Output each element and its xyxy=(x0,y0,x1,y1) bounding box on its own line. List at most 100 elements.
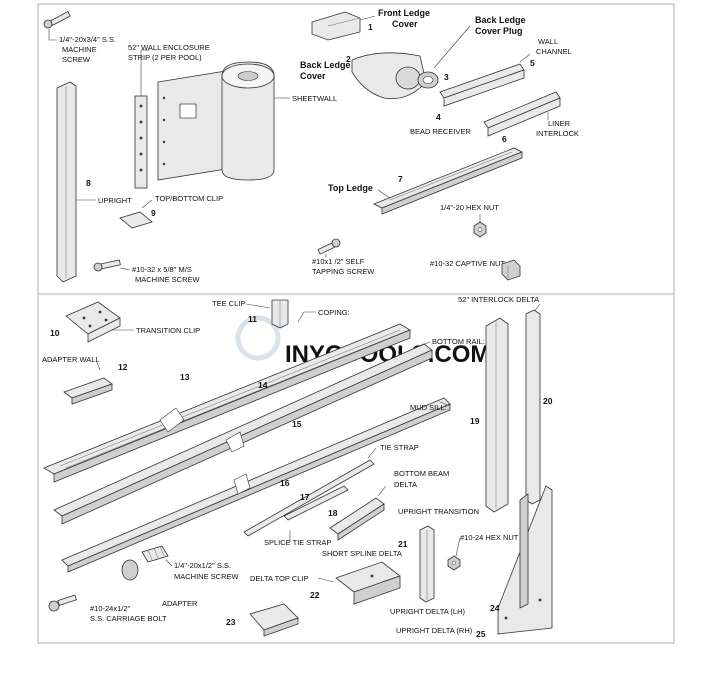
bottom-beam-delta-label: DELTA xyxy=(394,480,417,489)
delta-top-clip-label: DELTA TOP CLIP xyxy=(250,574,309,583)
tie-strap-label: TIE STRAP xyxy=(380,443,419,452)
part-number-2: 2 xyxy=(346,54,351,64)
top-ledge-label: Top Ledge xyxy=(328,183,373,193)
top-bottom-clip-icon xyxy=(119,211,153,229)
tee-clip-icon xyxy=(271,299,289,329)
mud-sill-icon xyxy=(61,397,451,573)
captive-nut-icon xyxy=(501,259,521,281)
machine-screw-top-label: SCREW xyxy=(62,55,91,64)
captive-nut-label: #10-32 CAPTIVE NUT xyxy=(430,259,505,268)
part-number-20: 20 xyxy=(543,396,553,406)
machine-screw-top-label: 1/4"-20x3/4" S.S. xyxy=(59,35,116,44)
part-number-1: 1 xyxy=(368,22,373,32)
liner-interlock-label: INTERLOCK xyxy=(536,129,579,138)
adapter-wall-icon xyxy=(63,377,113,405)
back-ledge-cover-plug-icon xyxy=(417,71,439,89)
self-tapping-screw-label: #10x1 /2" SELF xyxy=(312,257,365,266)
part-number-18: 18 xyxy=(328,508,338,518)
part-number-7: 7 xyxy=(398,174,403,184)
liner-interlock-label: LINER xyxy=(548,119,571,128)
adapter-label: ADAPTER xyxy=(162,599,198,608)
bottom-rail-label: BOTTOM RAIL: xyxy=(432,337,485,346)
back-ledge-cover-icon xyxy=(351,52,427,100)
machine-screw-bottom-label: 1/4"-20x1/2" S.S. xyxy=(174,561,231,570)
carriage-bolt-label: S.S. CARRIAGE BOLT xyxy=(90,614,167,623)
front-ledge-cover-label: Cover xyxy=(392,19,418,29)
upright-delta-rh-label: UPRIGHT DELTA (RH) xyxy=(396,626,473,635)
part-number-3: 3 xyxy=(444,72,449,82)
front-ledge-cover-icon xyxy=(311,11,361,41)
machine-screw-bottom-icon xyxy=(121,545,169,581)
part-number-16: 16 xyxy=(280,478,290,488)
back-ledge-plug-label: Back Ledge xyxy=(475,15,526,25)
bottom-beam-delta-label: BOTTOM BEAM xyxy=(394,469,449,478)
transition-clip-label: TRANSITION CLIP xyxy=(136,326,200,335)
bead-receiver-label: BEAD RECEIVER xyxy=(410,127,471,136)
bottom-rail-icon xyxy=(53,343,433,525)
machine-screw-bottom-label: MACHINE SCREW xyxy=(174,572,240,581)
adapter-icon xyxy=(249,603,299,637)
delta-top-clip-icon xyxy=(335,561,401,605)
sheetwall-label: SHEETWALL xyxy=(292,94,337,103)
hex-nut-label: 1/4"-20 HEX NUT xyxy=(440,203,499,212)
part-number-22: 22 xyxy=(310,590,320,600)
front-ledge-cover-label: Front Ledge xyxy=(378,8,430,18)
hex-nut-10-icon xyxy=(447,555,461,571)
carriage-bolt-label: #10-24x1/2" xyxy=(90,604,131,613)
wall-channel-label: CHANNEL xyxy=(536,47,572,56)
adapter-wall-label: ADAPTER WALL xyxy=(42,355,100,364)
coping-label: COPING: xyxy=(318,308,350,317)
part-number-21: 21 xyxy=(398,539,408,549)
sheetwall-icon xyxy=(157,61,275,181)
part-number-8: 8 xyxy=(86,178,91,188)
bottom-beam-delta-icon xyxy=(329,497,385,541)
short-spline-delta-label: SHORT SPLINE DELTA xyxy=(322,549,402,558)
upright-transition-label: UPRIGHT TRANSITION xyxy=(398,507,479,516)
part-number-4: 4 xyxy=(436,112,441,122)
part-number-19: 19 xyxy=(470,416,480,426)
machine-screw-top-icon xyxy=(43,10,71,29)
m10-machine-screw-label: #10-32 x 5/8" M/S xyxy=(132,265,192,274)
enclosure-strip-icon xyxy=(134,95,148,189)
part-number-14: 14 xyxy=(258,380,268,390)
self-tapping-screw-icon xyxy=(317,238,341,255)
tie-strap-icon xyxy=(243,459,375,537)
hex-nut-icon xyxy=(473,221,487,238)
hex-nut-10-label: #10-24 HEX NUT xyxy=(460,533,519,542)
upright-icon xyxy=(56,81,77,283)
part-number-13: 13 xyxy=(180,372,190,382)
tee-clip-label: TEE CLIP xyxy=(212,299,245,308)
back-ledge-cover-label: Back Ledge xyxy=(300,60,351,70)
top-ledge-icon xyxy=(373,147,523,215)
part-number-10: 10 xyxy=(50,328,60,338)
machine-screw-top-label: MACHINE xyxy=(62,45,97,54)
upright-label: UPRIGHT xyxy=(98,196,132,205)
top-bottom-clip-label: TOP/BOTTOM CLIP xyxy=(155,194,223,203)
part-number-5: 5 xyxy=(530,58,535,68)
enclosure-strip-label: 52" WALL ENCLOSURE xyxy=(128,43,210,52)
enclosure-strip-label: STRIP (2 PER POOL) xyxy=(128,53,202,62)
coping-icon xyxy=(43,323,411,483)
part-number-24: 24 xyxy=(490,603,500,613)
mud-sill-label: MUD SILL: xyxy=(410,403,447,412)
part-number-23: 23 xyxy=(226,617,236,627)
part-number-17: 17 xyxy=(300,492,310,502)
diagram-frame xyxy=(37,3,675,644)
m10-machine-screw-icon xyxy=(93,259,121,272)
upright-delta-icon xyxy=(497,485,553,635)
liner-interlock-icon xyxy=(483,91,561,137)
splice-tie-strap-label: SPLICE TIE STRAP xyxy=(264,538,331,547)
self-tapping-screw-label: TAPPING SCREW xyxy=(312,267,375,276)
back-ledge-cover-label: Cover xyxy=(300,71,326,81)
short-spline-delta-icon xyxy=(419,525,435,603)
interlock-delta-label: 52" INTERLOCK DELTA xyxy=(458,295,539,304)
part-number-6: 6 xyxy=(502,134,507,144)
m10-machine-screw-label: MACHINE SCREW xyxy=(135,275,201,284)
splice-tie-strap-icon xyxy=(283,485,349,521)
upright-delta-lh-label: UPRIGHT DELTA (LH) xyxy=(390,607,466,616)
wall-channel-label: WALL xyxy=(538,37,558,46)
upright-transition-icon xyxy=(485,317,509,513)
carriage-bolt-icon xyxy=(48,594,77,612)
interlock-delta-icon xyxy=(525,309,541,505)
